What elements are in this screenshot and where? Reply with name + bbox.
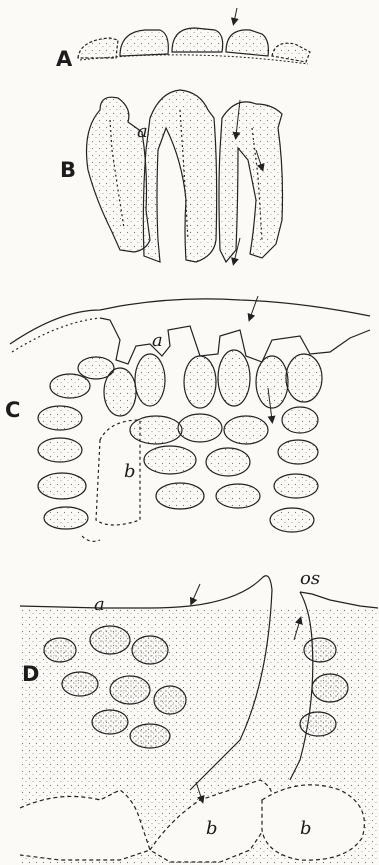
region-label-d-b2: b: [300, 820, 312, 838]
region-label-d-a: a: [94, 596, 105, 614]
panel-label-c: C: [5, 400, 20, 421]
region-label-b-a: a: [137, 123, 148, 141]
region-label-d-os: os: [300, 570, 320, 588]
panel-label-a: A: [56, 49, 72, 70]
region-label-c-b: b: [124, 463, 136, 481]
panel-d-drawing: [20, 576, 378, 865]
panel-label-b: B: [60, 160, 76, 181]
panel-a-drawing: [78, 8, 310, 64]
region-label-c-a: a: [152, 332, 163, 350]
panel-label-d: D: [22, 664, 39, 685]
panel-c-drawing: [10, 296, 370, 541]
panel-b-drawing: [87, 90, 283, 262]
region-label-d-b1: b: [206, 820, 218, 838]
